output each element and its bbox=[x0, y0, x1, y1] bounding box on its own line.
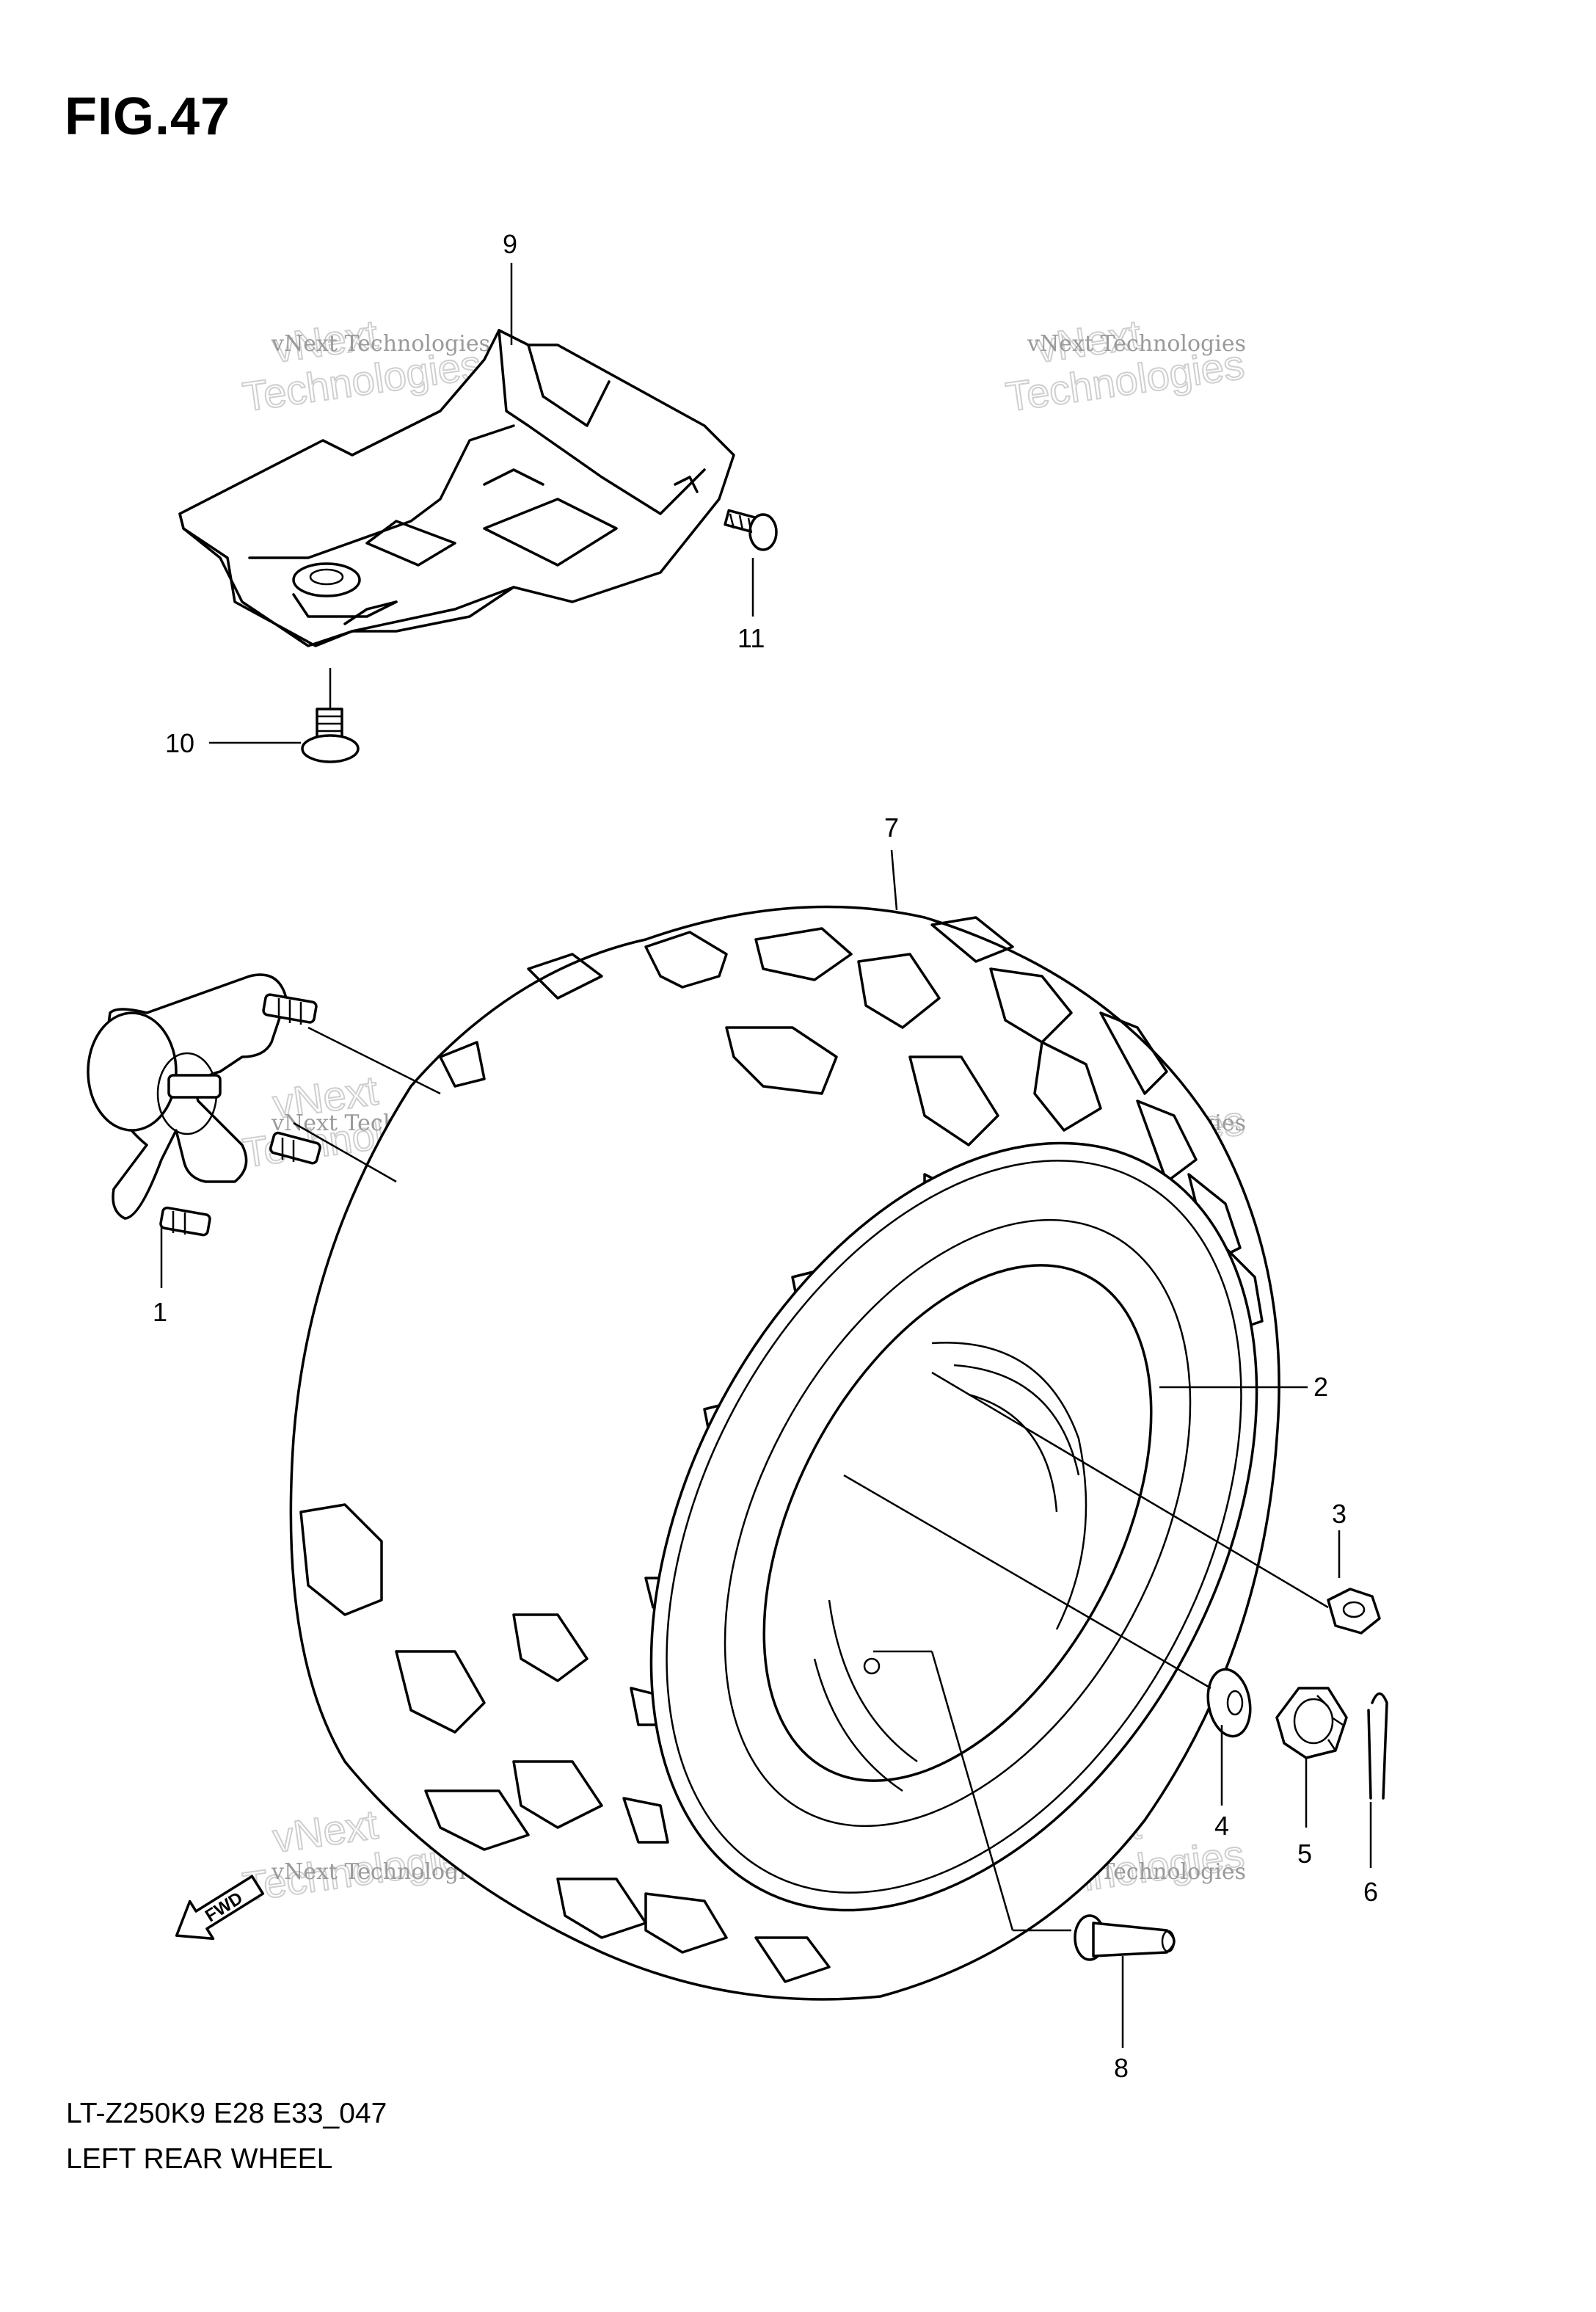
part-5-castle-nut[interactable] bbox=[1275, 1687, 1348, 1759]
fwd-arrow-icon: FWD bbox=[175, 1875, 265, 1941]
callout-1: 1 bbox=[153, 1297, 167, 1327]
part-6-cotter-pin[interactable] bbox=[1367, 1692, 1388, 1800]
part-7-tire[interactable] bbox=[289, 905, 1380, 2013]
watermark-text: vNext Technologies bbox=[1027, 331, 1246, 357]
part-8-valve[interactable] bbox=[1074, 1914, 1176, 1961]
diagram-name: LEFT REAR WHEEL bbox=[66, 2143, 333, 2175]
part-3-nut[interactable] bbox=[1327, 1588, 1381, 1635]
part-1-hub[interactable] bbox=[87, 973, 321, 1237]
callout-6: 6 bbox=[1363, 1877, 1378, 1907]
callout-4: 4 bbox=[1214, 1811, 1229, 1841]
figure-title: FIG.47 bbox=[65, 87, 231, 146]
part-11-screw[interactable] bbox=[724, 509, 778, 551]
callout-10: 10 bbox=[165, 728, 194, 758]
part-9-guard[interactable] bbox=[178, 329, 735, 647]
callout-3: 3 bbox=[1332, 1499, 1347, 1529]
callout-2: 2 bbox=[1313, 1372, 1328, 1402]
callout-11: 11 bbox=[737, 623, 765, 653]
part-10-bolt[interactable] bbox=[301, 708, 360, 763]
callout-5: 5 bbox=[1297, 1839, 1312, 1869]
callout-8: 8 bbox=[1114, 2053, 1129, 2083]
callout-group: 9 11 10 7 1 2 3 4 5 6 8 bbox=[153, 229, 1378, 2083]
part-4-washer[interactable] bbox=[1203, 1666, 1255, 1740]
callout-9: 9 bbox=[503, 229, 517, 259]
watermark-text: vNext Technologies bbox=[271, 331, 490, 357]
leader-lines bbox=[160, 263, 1372, 2048]
callout-7: 7 bbox=[884, 813, 899, 843]
diagram-code: LT-Z250K9 E28 E33_047 bbox=[66, 2098, 387, 2129]
